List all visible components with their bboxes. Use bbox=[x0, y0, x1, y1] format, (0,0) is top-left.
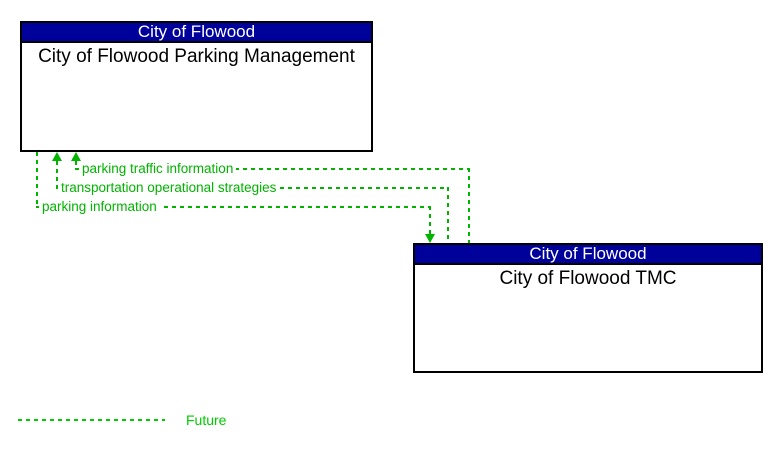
legend-future-dashed-line bbox=[18, 419, 165, 421]
flow-label-parking-information: parking information bbox=[39, 200, 160, 214]
flow-line-transportation-operational-strategies-left-vertical bbox=[56, 161, 58, 188]
entity-title-parking-management: City of Flowood Parking Management bbox=[38, 46, 355, 67]
entity-box-parking-management: City of Flowood City of Flowood Parking … bbox=[20, 21, 373, 152]
flow-line-parking-traffic-information-right-vertical bbox=[468, 168, 470, 243]
flow-line-parking-information-horizontal bbox=[36, 206, 430, 208]
arrowhead-up-icon bbox=[52, 152, 62, 161]
flow-label-transportation-operational-strategies: transportation operational strategies bbox=[58, 181, 280, 195]
entity-owner-header: City of Flowood bbox=[415, 245, 761, 265]
flow-label-parking-traffic-information: parking traffic information bbox=[79, 162, 237, 176]
legend-future-label: Future bbox=[186, 412, 227, 428]
flow-line-parking-traffic-information-left-vertical bbox=[75, 161, 77, 170]
flow-line-transportation-operational-strategies-right-vertical bbox=[447, 187, 449, 243]
entity-title-tmc: City of Flowood TMC bbox=[499, 268, 677, 289]
arrowhead-down-icon bbox=[425, 234, 435, 243]
entity-box-tmc: City of Flowood City of Flowood TMC bbox=[413, 243, 763, 373]
flow-line-parking-information-right-vertical bbox=[429, 206, 431, 235]
flow-line-parking-information-left-vertical bbox=[36, 152, 38, 208]
entity-owner-header: City of Flowood bbox=[22, 23, 371, 43]
flow-line-parking-traffic-information-horizontal bbox=[75, 168, 469, 170]
arrowhead-up-icon bbox=[71, 152, 81, 161]
